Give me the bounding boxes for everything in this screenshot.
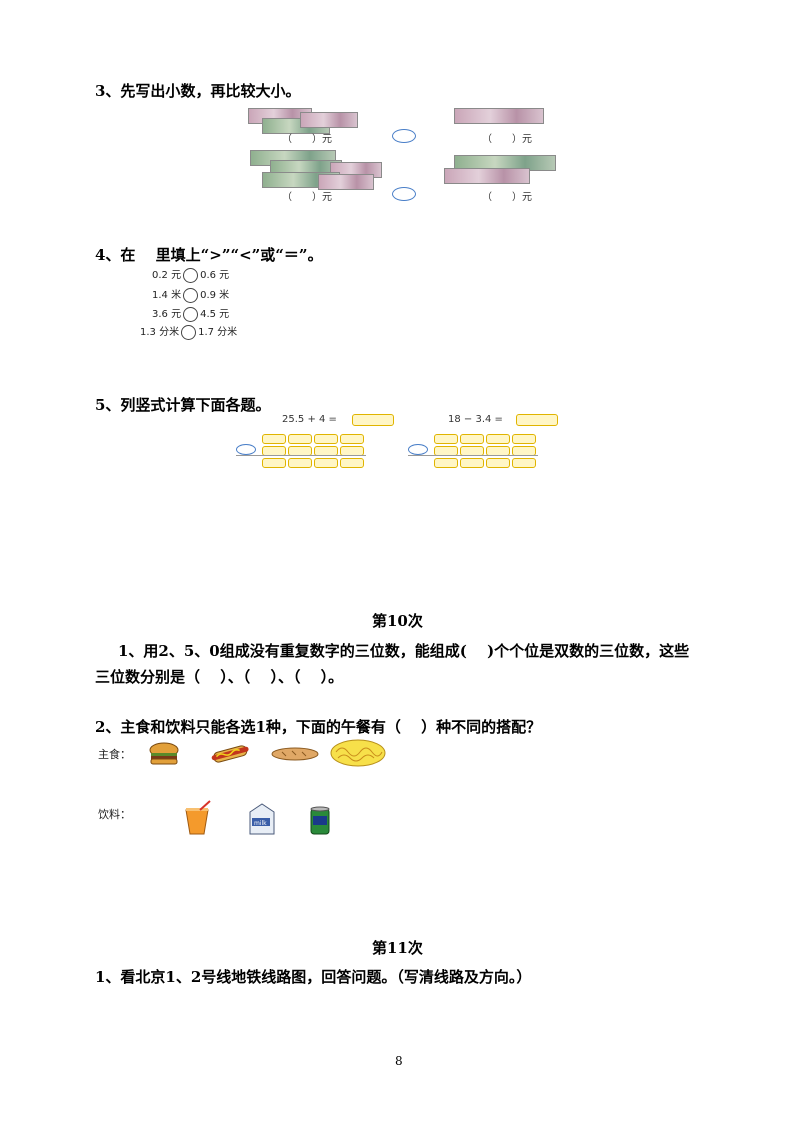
digit-box[interactable] <box>314 458 338 468</box>
s10-q1-line1: 1、用2、5、0组成没有重复数字的三位数，能组成( )个个位是双数的三位数，这些 <box>118 642 690 660</box>
juice-cup-icon <box>185 800 211 835</box>
digit-box[interactable] <box>340 434 364 444</box>
banknote <box>444 168 530 184</box>
operator-oval[interactable] <box>236 444 256 455</box>
blank-yuan: （ ）元 <box>282 192 332 203</box>
section-10-heading: 第10次 <box>372 612 423 630</box>
digit-box[interactable] <box>340 458 364 468</box>
digit-box[interactable] <box>512 458 536 468</box>
page-number: 8 <box>395 1054 403 1068</box>
svg-text:milk: milk <box>254 820 267 827</box>
blank-yuan: （ ）元 <box>482 192 532 203</box>
compare-oval[interactable] <box>392 129 416 143</box>
digit-box[interactable] <box>314 434 338 444</box>
q4-title: 4、在 里填上“>”“<”或“＝”。 <box>95 246 323 264</box>
staple-label: 主食： <box>98 748 131 761</box>
digit-box[interactable] <box>288 458 312 468</box>
compare-circle[interactable] <box>181 324 197 340</box>
digit-box[interactable] <box>486 458 510 468</box>
q3-title: 3、先写出小数，再比较大小。 <box>95 82 301 100</box>
s10-q1-line2: 三位数分别是（ ）、（ ）、（ ）。 <box>95 668 344 686</box>
digit-box[interactable] <box>434 434 458 444</box>
operator-oval[interactable] <box>408 444 428 455</box>
calc-problem: 18 − 3.4 = <box>448 414 503 425</box>
soda-can-icon <box>310 806 330 835</box>
s11-q1: 1、看北京1、2号线地铁线路图，回答问题。（写清线路及方向。） <box>95 968 532 986</box>
digit-box[interactable] <box>262 434 286 444</box>
blank-yuan: （ ）元 <box>282 134 332 145</box>
banknote <box>300 112 358 128</box>
blank-yuan: （ ）元 <box>482 134 532 145</box>
digit-box[interactable] <box>460 458 484 468</box>
digit-box[interactable] <box>434 458 458 468</box>
digit-box[interactable] <box>288 434 312 444</box>
drink-label: 饮料： <box>98 808 131 821</box>
milk-carton-icon: milk <box>249 803 275 835</box>
hotdog-icon <box>211 745 249 763</box>
calc-problem: 25.5 + 4 = <box>282 414 337 425</box>
compare-circle[interactable] <box>183 306 199 322</box>
digit-box[interactable] <box>512 434 536 444</box>
q5-title: 5、列竖式计算下面各题。 <box>95 396 271 414</box>
calc-line <box>236 455 366 456</box>
calc-line <box>408 455 538 456</box>
s10-q2: 2、主食和饮料只能各选1种，下面的午餐有（ ）种不同的搭配？ <box>95 718 542 736</box>
compare-circle[interactable] <box>183 287 199 303</box>
digit-box[interactable] <box>486 434 510 444</box>
compare-circle[interactable] <box>183 267 199 283</box>
hamburger-icon <box>149 742 179 765</box>
section-11-heading: 第11次 <box>372 939 423 957</box>
compare-oval[interactable] <box>392 187 416 201</box>
answer-box[interactable] <box>352 414 394 426</box>
banknote <box>454 108 544 124</box>
noodles-icon <box>330 739 386 767</box>
answer-box[interactable] <box>516 414 558 426</box>
digit-box[interactable] <box>460 434 484 444</box>
bread-icon <box>271 747 319 761</box>
digit-box[interactable] <box>262 458 286 468</box>
banknote <box>318 174 374 190</box>
